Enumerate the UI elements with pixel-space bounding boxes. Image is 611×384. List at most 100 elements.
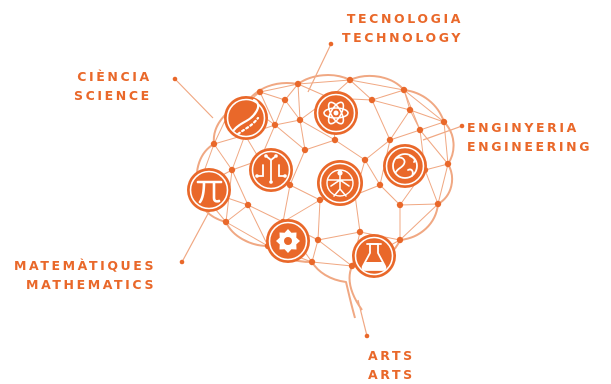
atom-icon xyxy=(314,91,358,135)
label-technology: TECNOLOGIA TECHNOLOGY xyxy=(332,9,463,47)
mesh-line xyxy=(231,169,249,206)
mesh-line xyxy=(371,99,411,111)
mesh-node xyxy=(296,116,304,124)
icon-circles xyxy=(187,91,427,278)
leader-dot xyxy=(179,259,185,265)
vitruvian-man-icon xyxy=(317,160,363,206)
label-mathematics-ca: MATEMÀTIQUES xyxy=(14,258,157,273)
leader-line xyxy=(422,125,463,141)
leader-dot xyxy=(459,123,465,129)
leader-line xyxy=(357,299,368,337)
mesh-line xyxy=(259,83,299,93)
mesh-line xyxy=(213,143,233,171)
mesh-line xyxy=(419,121,445,131)
mesh-line xyxy=(349,79,405,91)
mesh-line xyxy=(389,109,411,141)
mesh-line xyxy=(282,199,321,223)
mesh-node xyxy=(368,96,376,104)
mesh-node xyxy=(210,140,218,148)
mesh-line xyxy=(297,79,351,85)
globe-icon xyxy=(383,144,427,188)
mesh-node xyxy=(314,236,322,244)
label-science: CIÈNCIA SCIENCE xyxy=(74,67,152,105)
mesh-line xyxy=(409,109,421,131)
mesh-line xyxy=(259,91,276,126)
mesh-line xyxy=(399,203,439,206)
mesh-line xyxy=(389,129,421,141)
mesh-line xyxy=(297,83,301,121)
mesh-line xyxy=(274,99,286,126)
mesh-line xyxy=(284,99,301,121)
leader-dot xyxy=(364,333,370,339)
mesh-node xyxy=(386,136,394,144)
mesh-node xyxy=(396,236,404,244)
mesh-line xyxy=(419,129,449,165)
mesh-node xyxy=(316,196,324,204)
mesh-line xyxy=(311,239,319,263)
mesh-line xyxy=(299,119,306,151)
mesh-line xyxy=(379,184,401,206)
mesh-line xyxy=(334,139,366,161)
mesh-line xyxy=(299,119,336,141)
label-technology-en: TECHNOLOGY xyxy=(342,30,463,45)
label-science-en: SCIENCE xyxy=(74,88,152,103)
mesh-line xyxy=(399,203,439,241)
mesh-line xyxy=(304,139,336,151)
leader-line xyxy=(307,43,332,93)
mesh-line xyxy=(403,89,445,123)
mesh-line xyxy=(409,109,445,123)
mesh-node xyxy=(416,126,424,134)
mesh-node xyxy=(440,118,448,126)
mesh-line xyxy=(247,204,284,223)
pi-icon xyxy=(187,168,231,212)
mesh-node xyxy=(356,228,364,236)
mesh-line xyxy=(437,163,449,205)
mesh-line xyxy=(247,204,269,247)
mesh-line xyxy=(317,239,353,267)
leader-line xyxy=(174,78,214,119)
label-science-ca: CIÈNCIA xyxy=(77,69,152,84)
mesh-line xyxy=(317,231,361,241)
mesh-line xyxy=(259,91,286,101)
leader-dot xyxy=(328,41,334,47)
mesh-node xyxy=(376,181,384,189)
mesh-line xyxy=(349,79,373,101)
label-engineering-en: ENGINEERING xyxy=(467,139,593,154)
label-mathematics-en: MATHEMATICS xyxy=(26,277,157,292)
mesh-line xyxy=(225,204,249,223)
mesh-line xyxy=(274,119,301,126)
leader-lines xyxy=(172,41,465,339)
label-arts-ca: ARTS xyxy=(368,348,415,363)
label-technology-ca: TECNOLOGIA xyxy=(346,11,463,26)
flask-icon xyxy=(352,234,396,278)
mesh-line xyxy=(274,124,306,151)
mesh-node xyxy=(400,86,408,94)
mesh-node xyxy=(331,136,339,144)
label-arts: ARTS ARTS xyxy=(368,346,415,384)
mesh-line xyxy=(424,163,449,171)
mesh-node xyxy=(281,96,289,104)
dna-icon xyxy=(224,96,268,140)
mesh-node xyxy=(222,218,230,226)
mesh-node xyxy=(346,76,354,84)
mesh-line xyxy=(311,261,353,267)
mesh-node xyxy=(301,146,309,154)
mesh-line xyxy=(289,149,306,186)
mesh-line xyxy=(443,121,449,165)
mesh-line xyxy=(354,194,361,233)
leader-dot xyxy=(172,76,178,82)
circuit-icon xyxy=(249,148,293,192)
mesh-node xyxy=(228,166,236,174)
mesh-node xyxy=(256,88,264,96)
mesh-line xyxy=(364,139,391,161)
mesh-node xyxy=(244,201,252,209)
mesh-node xyxy=(406,106,414,114)
mesh-node xyxy=(396,201,404,209)
mesh-line xyxy=(371,99,391,141)
mesh-line xyxy=(225,221,269,247)
mesh-line xyxy=(284,83,299,101)
mesh-line xyxy=(364,159,381,186)
mesh-node xyxy=(271,121,279,129)
mesh-line xyxy=(289,184,321,201)
mesh-line xyxy=(371,89,405,101)
